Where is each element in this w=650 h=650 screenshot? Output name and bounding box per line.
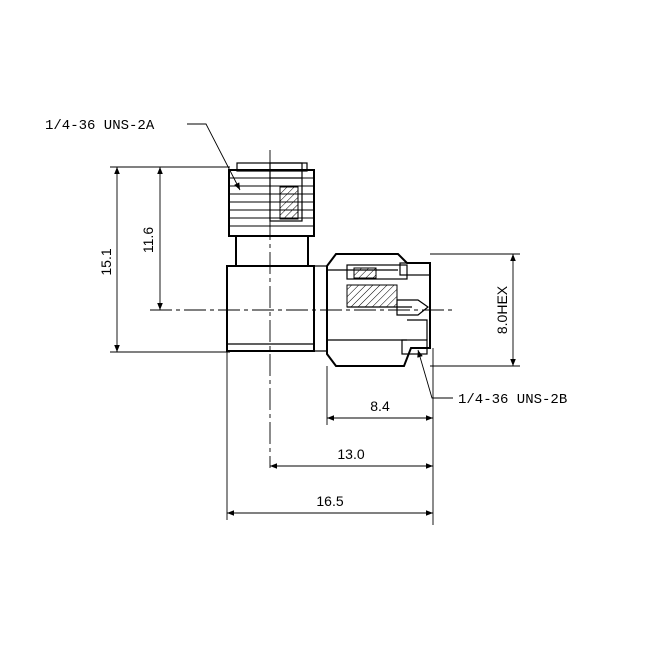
bottom-thread-callout: 1/4-36 UNS-2B [458,392,567,408]
dim-hex-size: 8.0HEX [494,285,510,334]
center-lines [150,150,455,468]
dim-overall-length: 16.5 [316,493,343,509]
dim-center-to-end: 13.0 [337,446,364,462]
dim-overall-height: 15.1 [98,248,114,275]
top-thread-callout: 1/4-36 UNS-2A [45,118,155,134]
dim-center-height: 11.6 [140,227,156,253]
dim-plug-length: 8.4 [370,398,390,414]
dimension-lines [110,166,520,525]
thread-lines [229,177,314,227]
leader-lines [187,123,453,399]
vertical-jack [226,162,328,352]
horizontal-plug [326,253,431,367]
